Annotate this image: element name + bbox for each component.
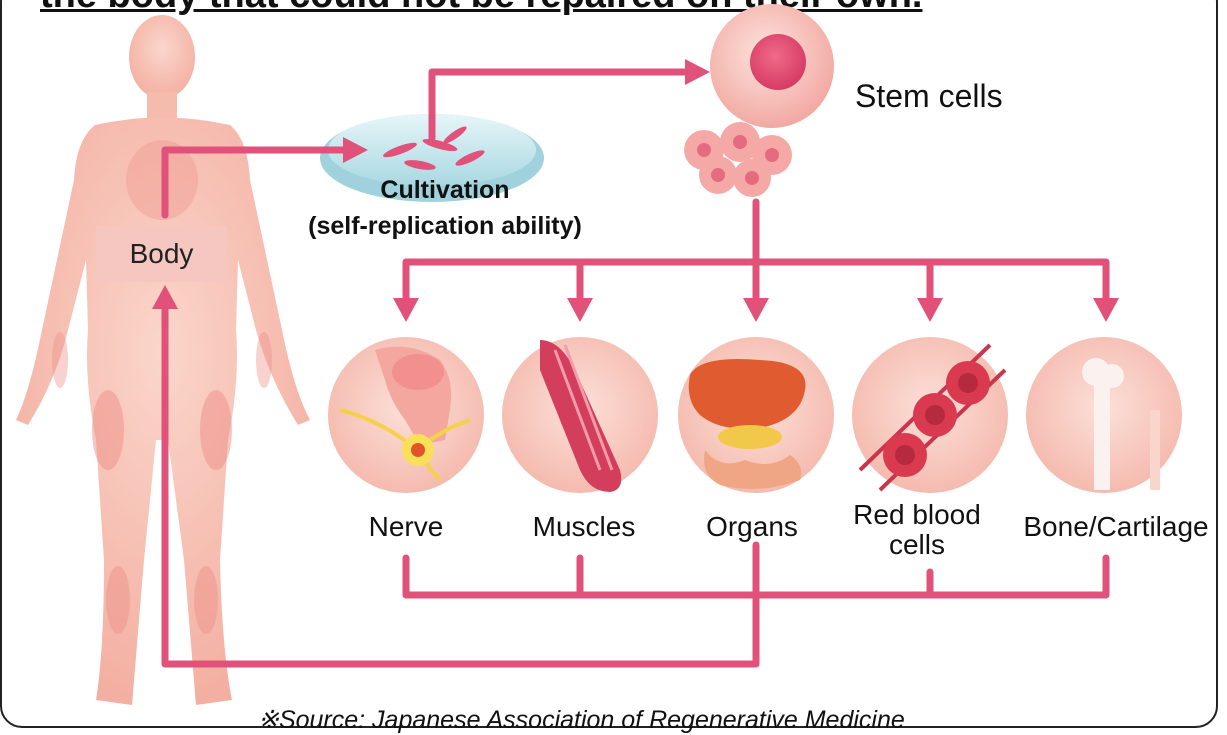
cultivation-label: Cultivation (self-replication ability) <box>280 172 610 244</box>
cell-label-red-blood-cells: Red blood cells <box>842 500 992 560</box>
cell-label-nerve: Nerve <box>316 512 496 542</box>
stem-cells-label: Stem cells <box>855 78 1003 115</box>
cell-label-muscles: Muscles <box>494 512 674 542</box>
cell-label-bone-cartilage: Bone/Cartilage <box>1006 512 1226 542</box>
muscle-icon <box>502 337 658 493</box>
arrow-back-to-body <box>165 305 756 664</box>
stem-cell-icon <box>684 4 834 197</box>
organs-icon <box>678 337 834 493</box>
red-blood-cells-icon <box>852 337 1008 493</box>
bone-icon <box>1026 337 1182 493</box>
source-note: ※Source: Japanese Association of Regener… <box>258 705 905 735</box>
nerve-icon <box>328 337 484 493</box>
body-label: Body <box>96 226 227 282</box>
cultivation-title: Cultivation <box>280 172 610 208</box>
cell-label-organs: Organs <box>662 512 842 542</box>
cultivation-subtitle: (self-replication ability) <box>280 208 610 244</box>
